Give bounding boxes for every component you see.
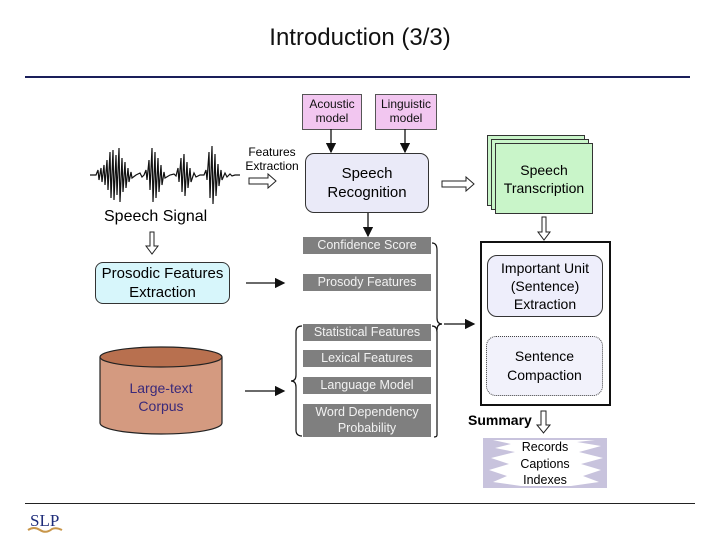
- linguistic-model-line1: Linguistic: [380, 97, 432, 111]
- speech-recognition-box: Speech Recognition: [305, 153, 429, 213]
- acoustic-model-line1: Acoustic: [309, 97, 355, 111]
- speech-transcription-line1: Speech: [520, 161, 568, 178]
- prosodic-line2: Extraction: [129, 284, 196, 301]
- feature-bar-lexical-features: Lexical Features: [303, 350, 431, 367]
- feature-bar-statistical-features: Statistical Features: [303, 324, 431, 341]
- features-label-line2: Extraction: [245, 159, 299, 173]
- speech-transcription-line2: Transcription: [503, 179, 585, 196]
- title-divider: [25, 76, 690, 78]
- corpus-line1: Large-text: [129, 380, 193, 396]
- iue-line2: (Sentence): [510, 278, 580, 294]
- speech-recognition-line1: Speech: [341, 165, 393, 182]
- hollow-arrow-down-icon: [145, 231, 159, 255]
- speech-transcription-box: Speech Transcription: [495, 143, 593, 214]
- right-brace-lower: [431, 325, 438, 438]
- speech-waveform-icon: [90, 145, 240, 205]
- output-indexes: Indexes: [523, 473, 567, 487]
- linguistic-model-line2: model: [389, 111, 423, 125]
- feature-bar-prosody-features: Prosody Features: [303, 274, 431, 291]
- sentence-compaction-box: Sentence Compaction: [486, 336, 603, 396]
- sc-line1: Sentence: [514, 348, 575, 364]
- corpus-line2: Corpus: [138, 398, 184, 414]
- footer-divider: [25, 503, 695, 504]
- feature-bar-language-model: Language Model: [303, 377, 431, 394]
- hollow-arrow-down-icon: [537, 216, 551, 241]
- linguistic-model-box: Linguistic model: [375, 94, 437, 130]
- output-records: Records: [521, 440, 569, 454]
- logo-text: SLP: [30, 511, 59, 530]
- iue-line3: Extraction: [513, 296, 577, 312]
- iue-line1: Important Unit: [501, 260, 589, 276]
- feature-bar-word-dependency-probability: Word Dependency Probability: [303, 404, 431, 437]
- acoustic-model-line2: model: [315, 111, 349, 125]
- features-label-line1: Features: [248, 145, 296, 159]
- word-dependency-line1: Word Dependency: [315, 405, 419, 419]
- hollow-arrow-right-icon: [441, 175, 475, 193]
- important-unit-extraction-box: Important Unit (Sentence) Extraction: [487, 255, 603, 317]
- corpus-database-icon: [99, 346, 223, 435]
- speech-signal-label: Speech Signal: [104, 208, 208, 225]
- hollow-arrow-right-icon: [248, 172, 277, 190]
- slp-logo-icon: SLP: [27, 511, 63, 533]
- sc-line2: Compaction: [507, 367, 582, 383]
- prosodic-line1: Prosodic Features: [101, 265, 224, 282]
- outputs-torn-paper-icon: [483, 438, 607, 488]
- slide-title: Introduction (3/3): [269, 24, 451, 51]
- outputs-list: Records Captions Indexes: [481, 439, 609, 489]
- prosodic-features-extraction-box: Prosodic Features Extraction: [95, 262, 230, 304]
- word-dependency-line2: Probability: [337, 421, 397, 435]
- right-brace-upper: [431, 242, 443, 331]
- output-captions: Captions: [520, 456, 570, 471]
- hollow-arrow-down-icon: [535, 410, 552, 434]
- summary-label: Summary: [468, 412, 532, 428]
- corpus-label: Large-text Corpus: [105, 379, 217, 415]
- feature-bar-confidence-score: Confidence Score: [303, 237, 431, 254]
- features-extraction-label: Features Extraction: [240, 145, 304, 173]
- speech-recognition-line2: Recognition: [327, 184, 407, 201]
- left-brace: [290, 325, 303, 437]
- acoustic-model-box: Acoustic model: [302, 94, 362, 130]
